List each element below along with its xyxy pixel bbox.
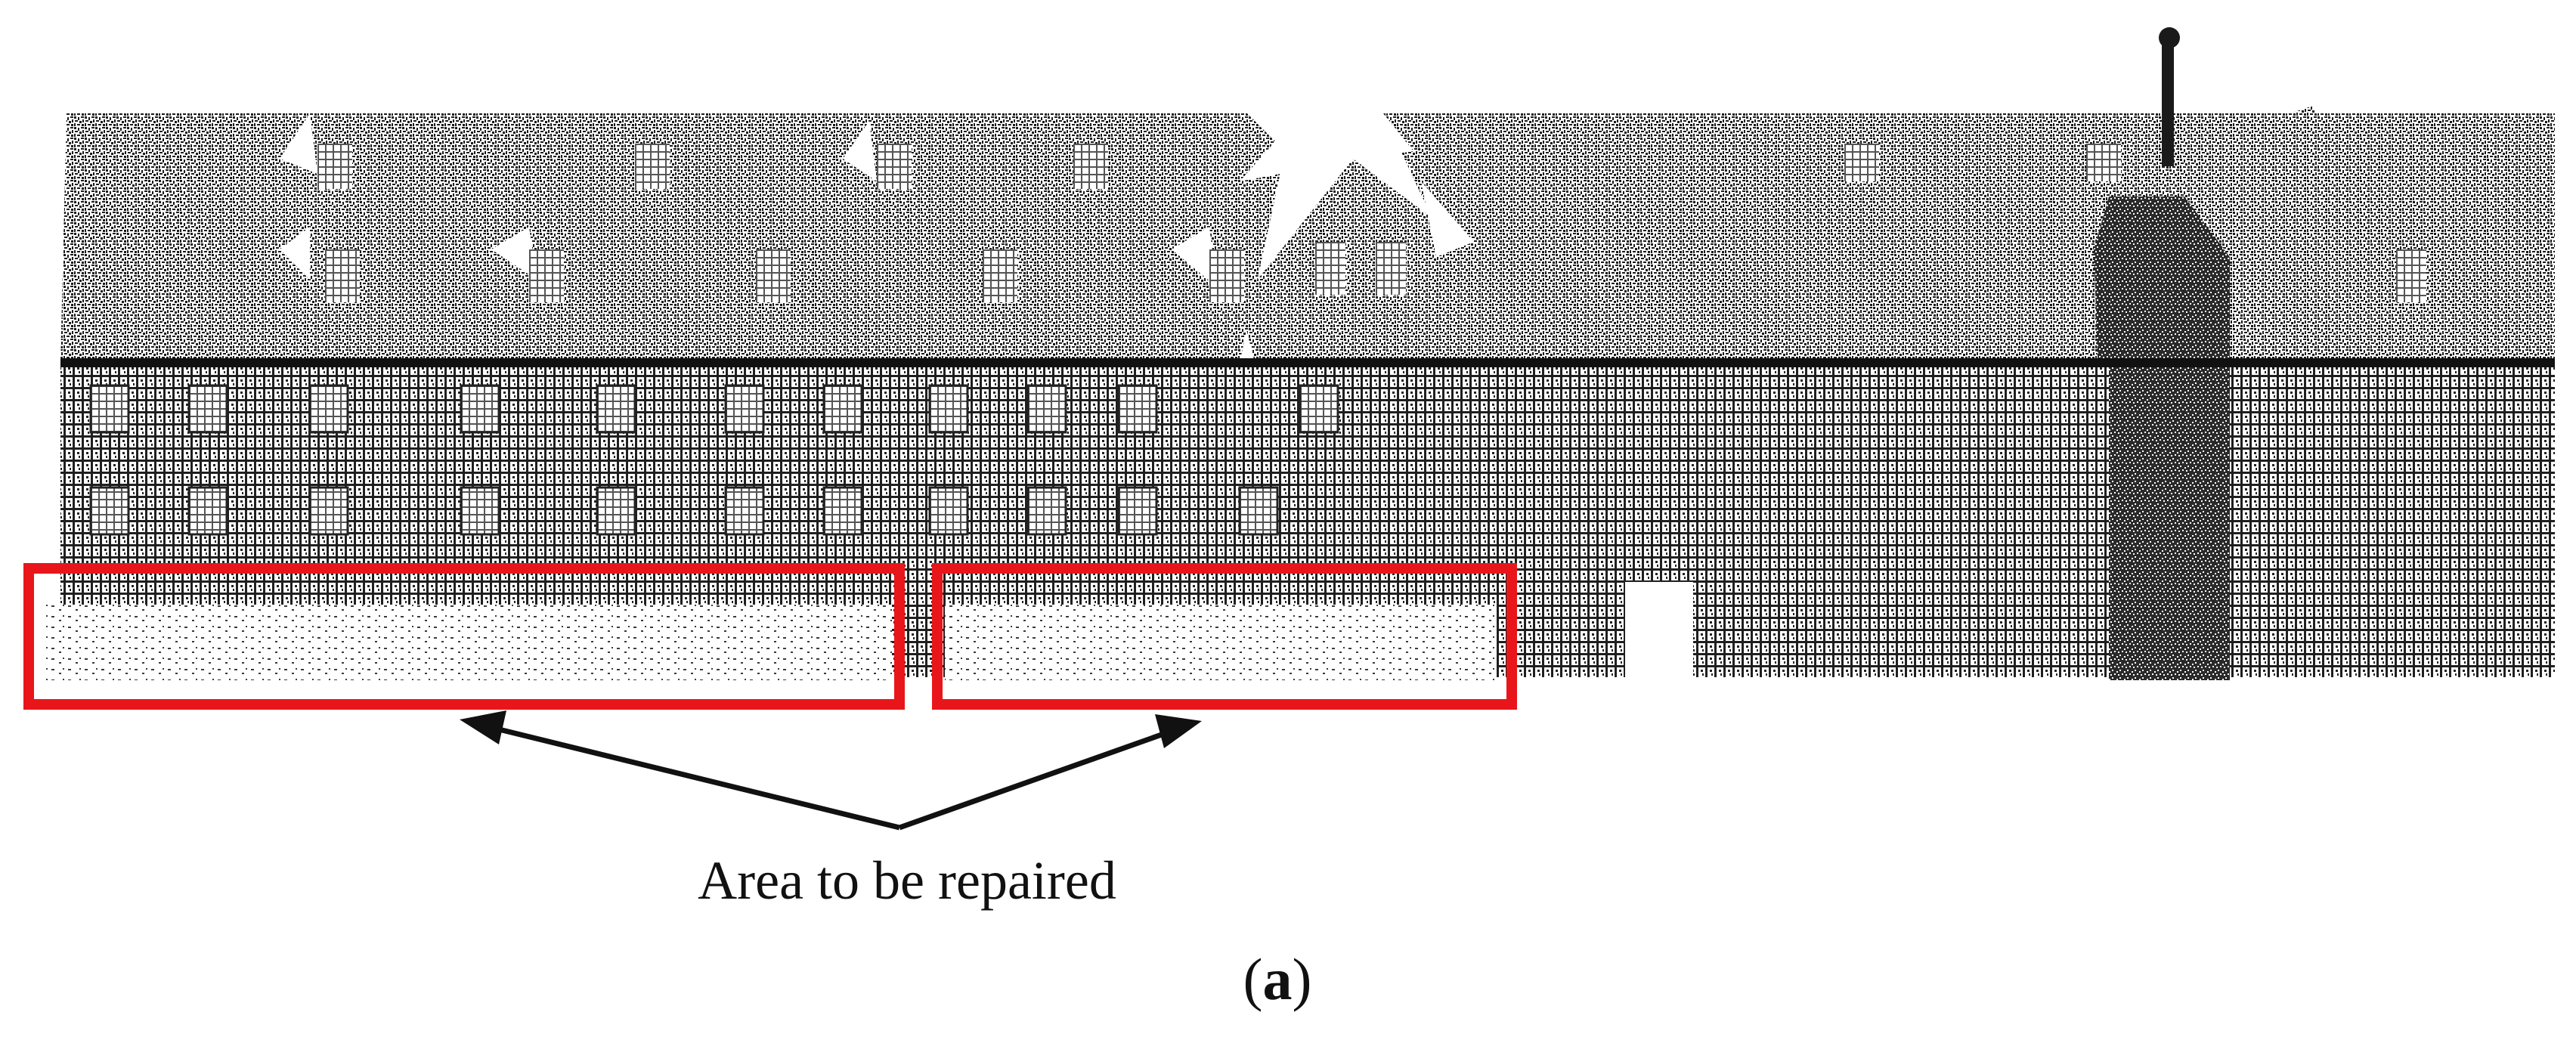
ground-noise-right: [945, 605, 1497, 680]
dormers: [317, 144, 2426, 302]
arrow-head-left: [460, 710, 506, 744]
windows-row-2: [89, 486, 1279, 536]
tower: [2094, 197, 2230, 680]
door-opening: [1625, 582, 1693, 680]
subfigure-letter: a: [1262, 946, 1293, 1012]
gable-center: [1240, 159, 1482, 363]
windows-row-1: [89, 384, 1339, 434]
subfigure-label: (a): [1243, 946, 1312, 1012]
roof-highlights: [280, 113, 1474, 287]
arrow-head-right: [1155, 714, 1202, 748]
annotation-label: Area to be repaired: [698, 850, 1116, 911]
eave-line: [60, 358, 2555, 367]
roof-right: [1383, 113, 2555, 363]
annotation-arrows: [489, 724, 1172, 831]
facade-wall-right: [2230, 367, 2555, 677]
repair-box-right: [932, 563, 1517, 710]
ground-noise-left: [45, 605, 892, 680]
roof-left: [60, 113, 1285, 363]
roof-right-tower: [2252, 106, 2343, 363]
repair-box-left: [23, 563, 905, 710]
